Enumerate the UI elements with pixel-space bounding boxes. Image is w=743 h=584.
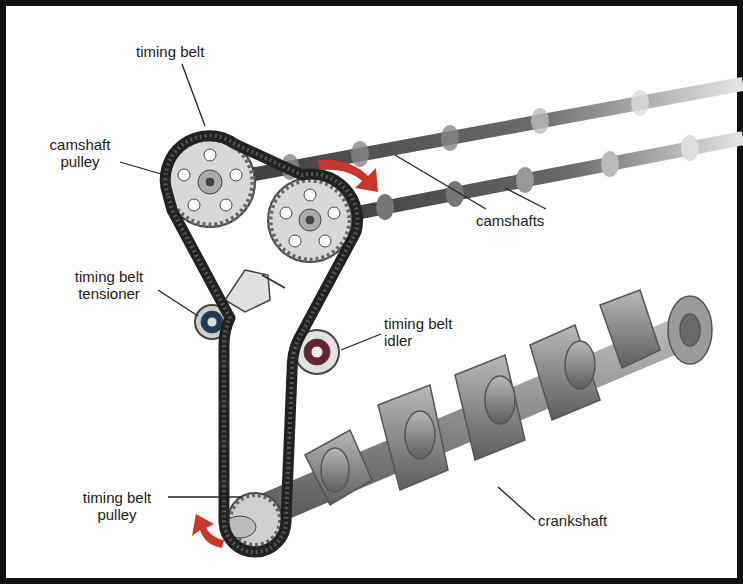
part-label: timing belt — [136, 43, 246, 60]
crankshaft-drawing — [262, 290, 712, 512]
part-label: camshafts — [476, 212, 576, 229]
rotation-arrows — [192, 160, 378, 548]
part-label: camshaft pulley — [42, 136, 118, 170]
belt-drawing — [165, 136, 357, 552]
part-label: timing belt idler — [384, 315, 474, 349]
part-label: crankshaft — [538, 512, 638, 529]
pulleys — [165, 137, 352, 547]
part-label: timing belt pulley — [68, 489, 166, 523]
leader-lines — [120, 64, 546, 520]
belt-teeth — [165, 136, 357, 552]
part-label: timing belt tensioner — [62, 268, 156, 302]
